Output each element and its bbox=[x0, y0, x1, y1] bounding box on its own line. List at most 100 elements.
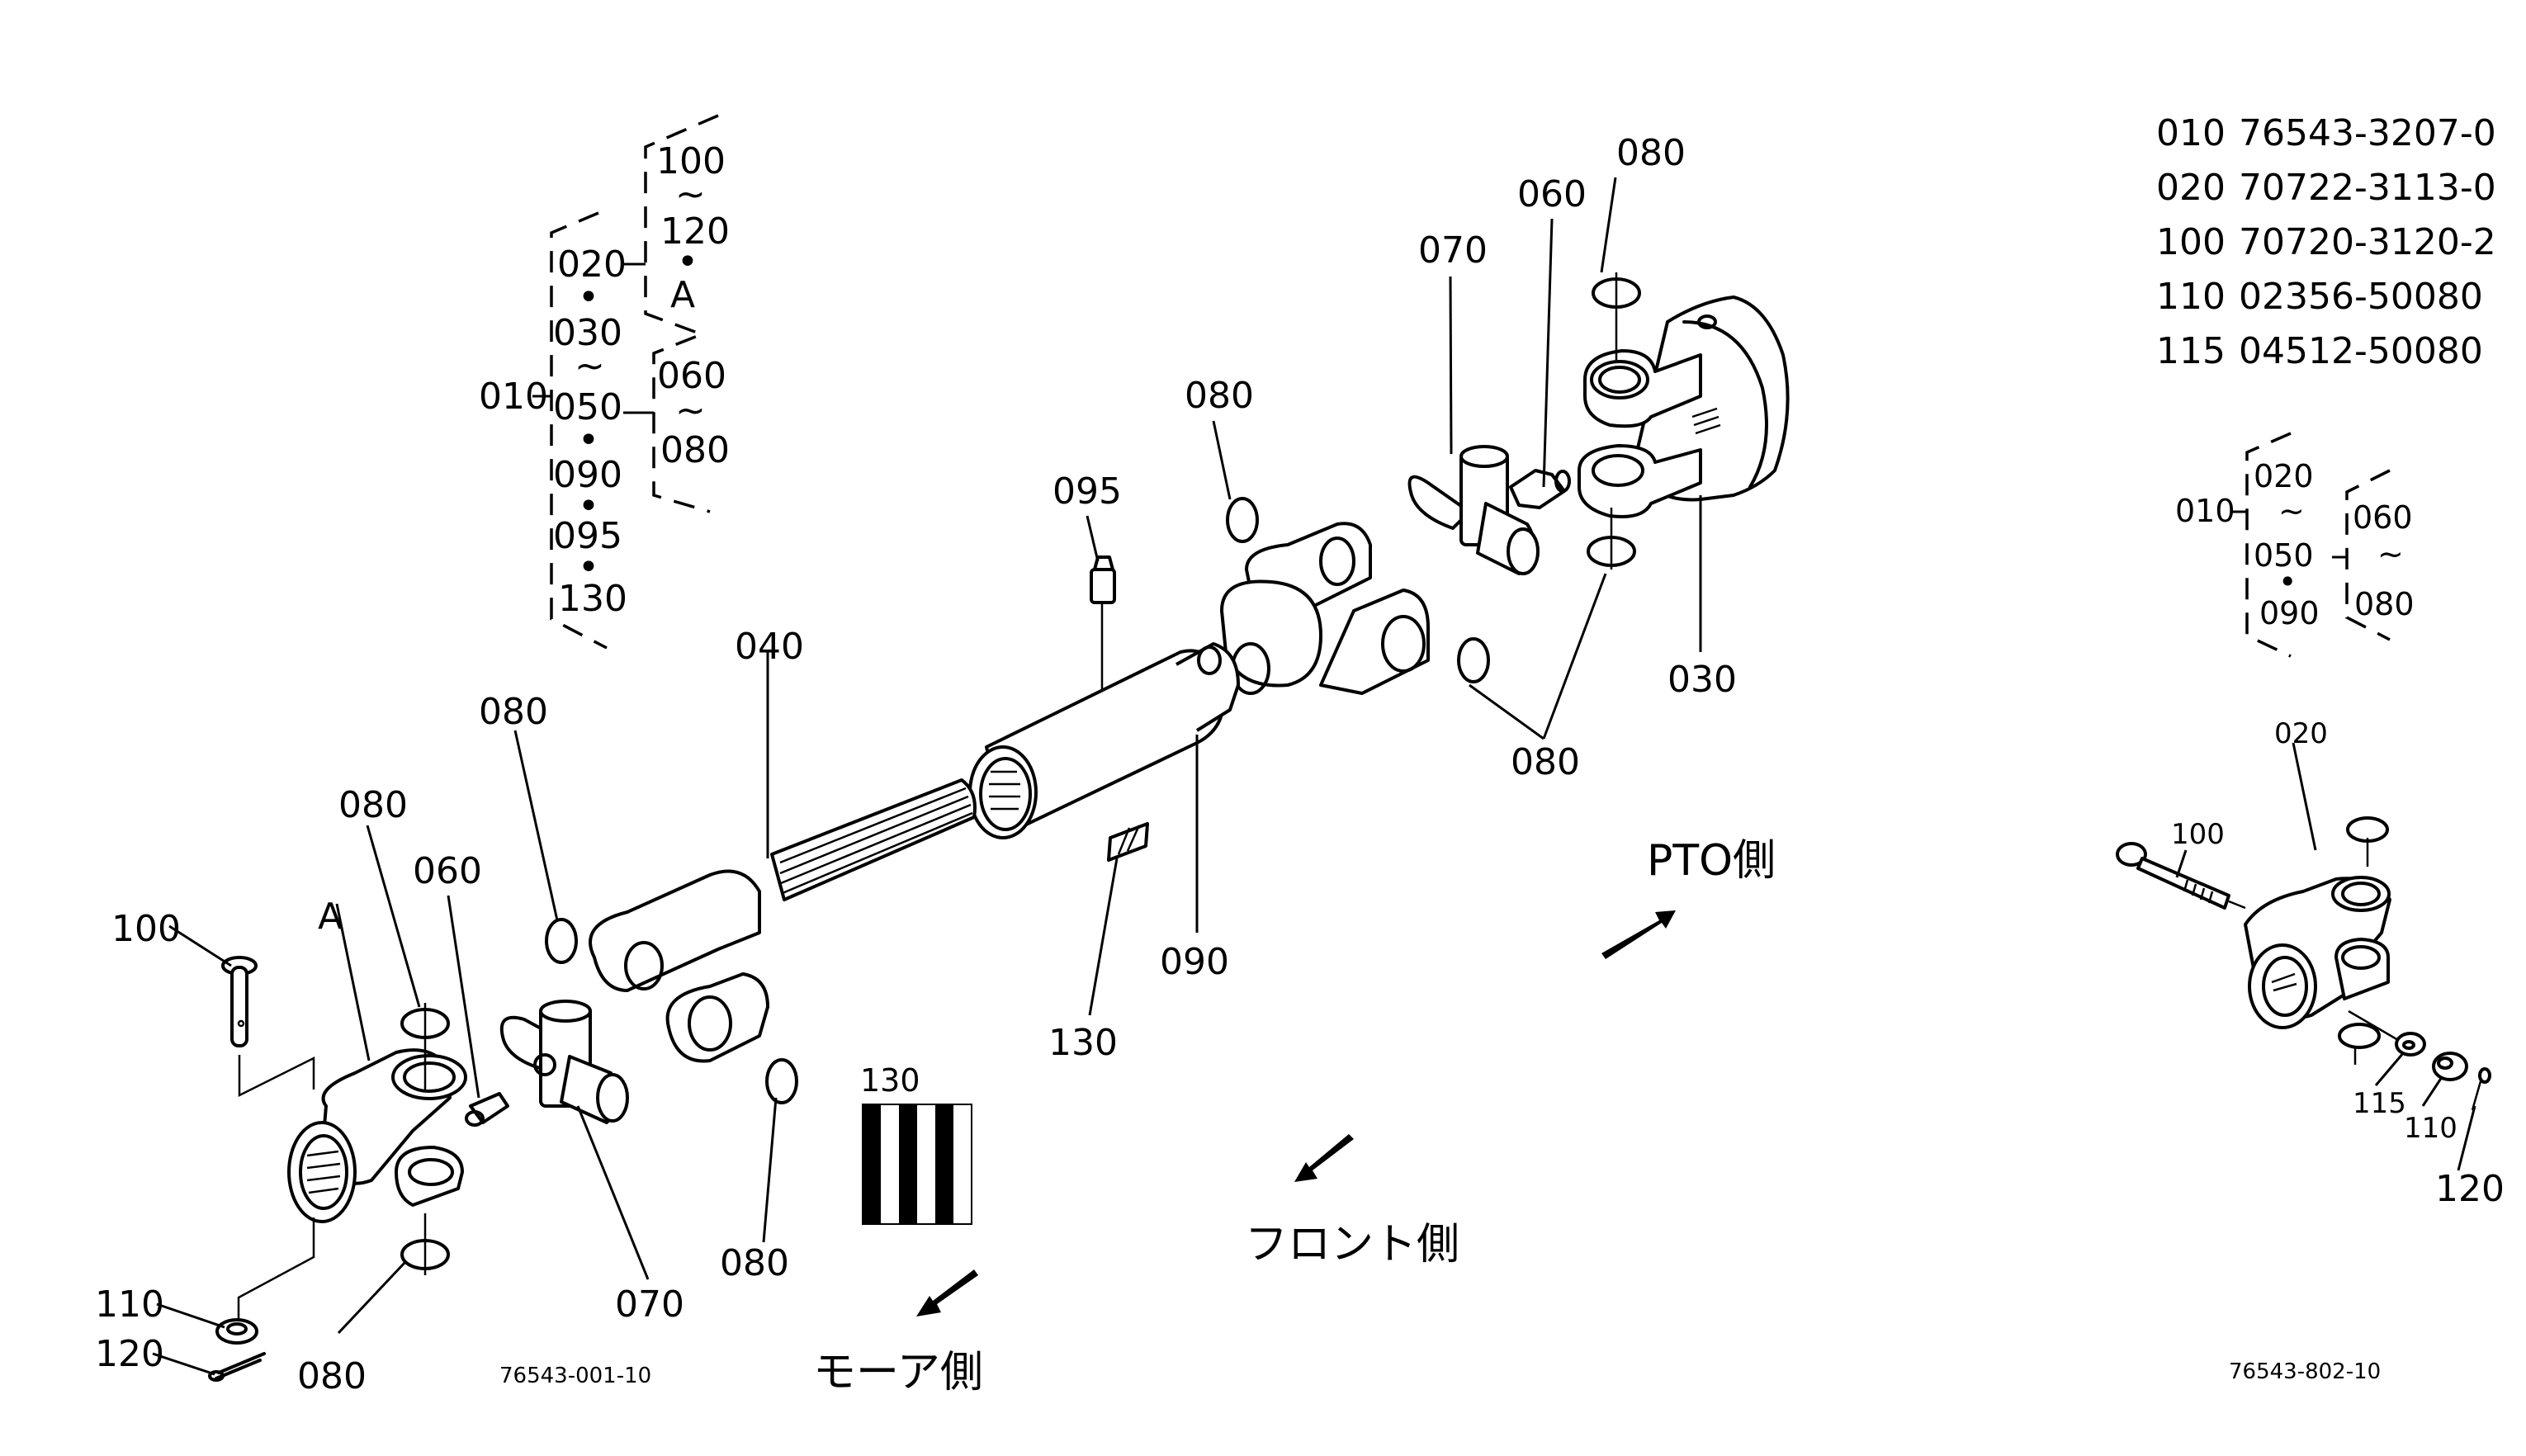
snap-ring-080-mid-upper bbox=[1226, 497, 1259, 543]
callout-020: 020 bbox=[2274, 717, 2328, 750]
swatch-stripe bbox=[881, 1104, 899, 1224]
parts-table-row: 100 70720-3120-2 bbox=[2156, 221, 2496, 263]
swatch-130: 130 bbox=[860, 1062, 972, 1225]
parts-table-row: 010 76543-3207-0 bbox=[2156, 112, 2496, 154]
leader-lines bbox=[152, 177, 1702, 1376]
tree-item: • bbox=[578, 485, 599, 527]
swatch-stripe bbox=[953, 1104, 972, 1224]
parts-ref: 020 bbox=[2156, 167, 2226, 209]
part-095-grease-nipple bbox=[1090, 555, 1116, 717]
callout-080: 080 bbox=[1185, 375, 1254, 417]
tree-item: • bbox=[578, 419, 599, 461]
assembly-tree-main: 010 020 • 030 ~ 050 • 090 • 095 • 130 10… bbox=[479, 114, 730, 650]
tree-item: ~ bbox=[2377, 536, 2404, 572]
parts-number: 04512-50080 bbox=[2239, 330, 2483, 372]
snap-ring-080-lower-right bbox=[1587, 508, 1636, 570]
callout-130: 130 bbox=[1048, 1022, 1118, 1064]
parts-table: 010 76543-3207-0 020 70722-3113-0 100 70… bbox=[2156, 112, 2496, 372]
inset-part-120-cotter-pin bbox=[2471, 1067, 2491, 1111]
tree-item: • bbox=[2278, 564, 2297, 600]
assembly-tree-inset: 010 020 ~ 050 • 090 060 ~ 080 bbox=[2175, 432, 2415, 658]
part-040-splined-shaft bbox=[589, 778, 977, 1063]
part-120-cotter-pin bbox=[208, 1352, 266, 1382]
callouts: 080 060 070 030 080 080 095 090 130 040 … bbox=[95, 132, 1737, 1397]
inset-drawing: 020 100 115 110 120 bbox=[2116, 717, 2505, 1210]
parts-ref: 010 bbox=[2156, 112, 2226, 154]
tree-item: 060 bbox=[657, 355, 726, 397]
inset-part-115-washer bbox=[2348, 1009, 2426, 1057]
tree-item: ~ bbox=[575, 345, 605, 387]
bracket-group bbox=[550, 211, 608, 650]
direction-mower: モーア側 bbox=[813, 1269, 983, 1397]
callout-080: 080 bbox=[1616, 132, 1686, 174]
snap-ring-080-mid-lower bbox=[1457, 637, 1490, 683]
arrow-down-left-icon bbox=[1294, 1134, 1354, 1182]
callout-A: A bbox=[318, 896, 343, 938]
inset-part-020-yoke bbox=[2244, 876, 2391, 1029]
callout-100: 100 bbox=[2171, 818, 2225, 851]
callout-120: 120 bbox=[2435, 1168, 2505, 1210]
tree-item: A bbox=[670, 274, 695, 316]
tree-item: 100 bbox=[656, 140, 726, 182]
inset-part-110-nut bbox=[2432, 1052, 2468, 1081]
snap-ring-080-upper-right bbox=[1592, 272, 1641, 363]
callout-040: 040 bbox=[735, 626, 804, 668]
direction-pto: PTO側 bbox=[1601, 836, 1776, 959]
front-side-label: フロント側 bbox=[1245, 1220, 1459, 1269]
callout-080: 080 bbox=[479, 691, 548, 733]
parts-number: 76543-3207-0 bbox=[2239, 112, 2496, 154]
callout-110: 110 bbox=[95, 1283, 164, 1326]
part-100-pin bbox=[221, 956, 315, 1098]
tree-item: ~ bbox=[675, 173, 706, 215]
tree-root: 010 bbox=[2175, 493, 2235, 529]
callout-030: 030 bbox=[1667, 659, 1737, 701]
tree-item: 095 bbox=[553, 515, 622, 557]
part-090-yoke-middle bbox=[1220, 522, 1430, 695]
part-060-grease-nipple-upper bbox=[1509, 469, 1571, 509]
inset-snap-ring-lower bbox=[2338, 1023, 2381, 1065]
tree-item: ~ bbox=[675, 390, 706, 432]
tree-item: 050 bbox=[553, 386, 622, 428]
arrow-down-left-icon bbox=[916, 1269, 978, 1317]
callout-070: 070 bbox=[1418, 229, 1488, 272]
part-110-washer bbox=[215, 1217, 315, 1345]
parts-number: 02356-50080 bbox=[2239, 276, 2483, 318]
bracket-sub bbox=[644, 114, 719, 513]
tree-item: 030 bbox=[553, 312, 622, 354]
tree-item: 020 bbox=[2254, 458, 2314, 494]
callout-080: 080 bbox=[720, 1242, 789, 1284]
parts-ref: 115 bbox=[2156, 330, 2226, 372]
tree-item: • bbox=[578, 546, 599, 589]
parts-table-row: 115 04512-50080 bbox=[2156, 330, 2483, 372]
parts-ref: 100 bbox=[2156, 221, 2226, 263]
bracket-sub bbox=[2345, 469, 2391, 641]
inset-part-100-bolt bbox=[2116, 842, 2246, 910]
swatch-stripe bbox=[917, 1104, 935, 1224]
swatch-stripe bbox=[863, 1104, 881, 1224]
part-130-label-strip bbox=[1107, 822, 1149, 862]
callout-100: 100 bbox=[111, 908, 181, 950]
parts-table-row: 020 70722-3113-0 bbox=[2156, 167, 2496, 209]
callout-115: 115 bbox=[2353, 1087, 2406, 1120]
inset-snap-ring-upper bbox=[2346, 816, 2389, 867]
snap-ring-080-yoke-a-lower bbox=[400, 1213, 450, 1275]
tree-item: 120 bbox=[660, 210, 730, 253]
part-030-yoke-flange bbox=[1578, 295, 1790, 518]
callout-070: 070 bbox=[615, 1283, 684, 1326]
tree-item: ~ bbox=[2278, 493, 2305, 529]
callout-060: 060 bbox=[1517, 173, 1587, 215]
tree-item: 050 bbox=[2254, 537, 2314, 574]
callout-095: 095 bbox=[1052, 470, 1122, 513]
swatch-stripe bbox=[899, 1104, 917, 1224]
snap-ring-080-yoke-a-upper bbox=[400, 1003, 450, 1090]
callout-090: 090 bbox=[1160, 941, 1229, 983]
mower-side-label: モーア側 bbox=[813, 1348, 983, 1397]
tree-item: • bbox=[578, 277, 599, 319]
swatch-label: 130 bbox=[860, 1062, 920, 1099]
parts-ref: 110 bbox=[2156, 276, 2226, 318]
tree-item: 080 bbox=[2354, 586, 2415, 622]
parts-number: 70720-3120-2 bbox=[2239, 221, 2496, 263]
part-070-cross-journal-lower bbox=[499, 1000, 629, 1124]
parts-number: 70722-3113-0 bbox=[2239, 167, 2496, 209]
